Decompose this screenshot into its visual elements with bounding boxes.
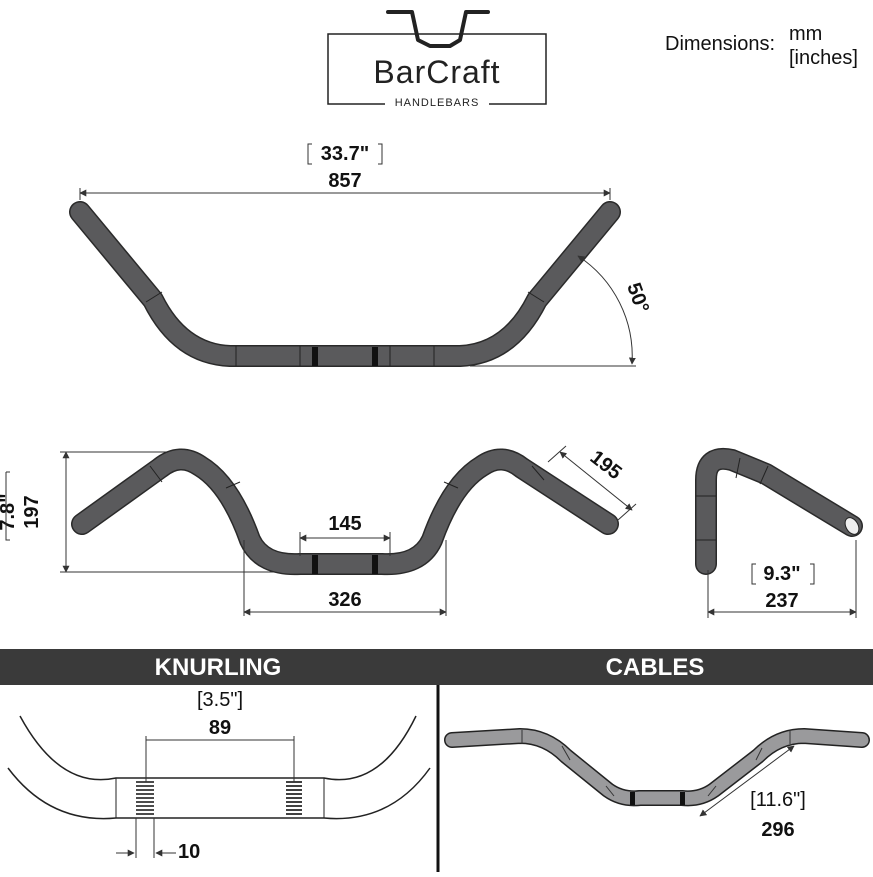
logo-handlebar-icon	[386, 10, 490, 48]
depth-mm-label: 237	[765, 590, 798, 612]
cables-detail: [11.6"] 296	[444, 728, 870, 841]
logo-name: BarCraft	[373, 54, 500, 90]
cables-title: CABLES	[606, 654, 705, 681]
cable-length-inches-label: [11.6"]	[750, 789, 806, 811]
angle-arc	[577, 255, 636, 365]
knurl-span-inches-label: [3.5"]	[197, 689, 243, 711]
end-mm-label: 195	[586, 446, 626, 484]
top-knurl-mark-left	[312, 347, 318, 366]
front-knurl-mark-right	[372, 555, 378, 574]
logo-tagline: HANDLEBARS	[395, 97, 480, 109]
knurl-band-left	[136, 779, 154, 817]
top-view: 33.7" 857 50°	[69, 143, 653, 367]
angle-label: 50°	[622, 280, 653, 316]
units-secondary: [inches]	[789, 47, 858, 69]
cable-length-mm-label: 296	[761, 819, 794, 841]
center-mm-label: 145	[328, 513, 361, 535]
knurling-title: KNURLING	[155, 654, 282, 681]
width-mm-label: 857	[328, 170, 361, 192]
front-view: 197 7.8" 195 145 326	[0, 445, 637, 616]
side-view: 9.3" 237	[695, 448, 863, 618]
cables-knurl-mark-right	[680, 792, 685, 805]
knurl-band-mm-label: 10	[178, 841, 200, 863]
brand-logo: BarCraft HANDLEBARS	[327, 10, 547, 109]
knurl-bar-top-edge	[19, 715, 417, 781]
cables-knurl-mark-left	[630, 792, 635, 805]
base-mm-label: 326	[328, 589, 361, 611]
cables-bar-body	[445, 729, 869, 805]
knurl-bar-bottom-edge	[7, 767, 431, 820]
units-primary: mm	[789, 23, 822, 45]
section-header-band	[0, 649, 873, 685]
depth-inches-label: 9.3"	[763, 563, 800, 585]
height-inches-label: 7.8"	[0, 493, 19, 530]
side-bar-body	[696, 449, 862, 574]
front-bar-body	[72, 450, 618, 574]
knurl-span-mm-label: 89	[209, 717, 231, 739]
front-knurl-mark-left	[312, 555, 318, 574]
height-mm-label: 197	[21, 495, 43, 528]
width-inches-label: 33.7"	[321, 143, 369, 165]
end-dimension-line	[559, 451, 633, 511]
units-label: Dimensions:	[665, 33, 775, 55]
cable-length-dimension-line	[699, 745, 795, 817]
top-bar-outline	[69, 201, 621, 367]
knurling-detail: [3.5"] 89 10	[7, 689, 431, 863]
units-legend: Dimensions: mm [inches]	[665, 23, 858, 69]
top-knurl-mark-right	[372, 347, 378, 366]
top-bar-body	[70, 202, 620, 366]
knurl-band-right	[286, 781, 302, 815]
